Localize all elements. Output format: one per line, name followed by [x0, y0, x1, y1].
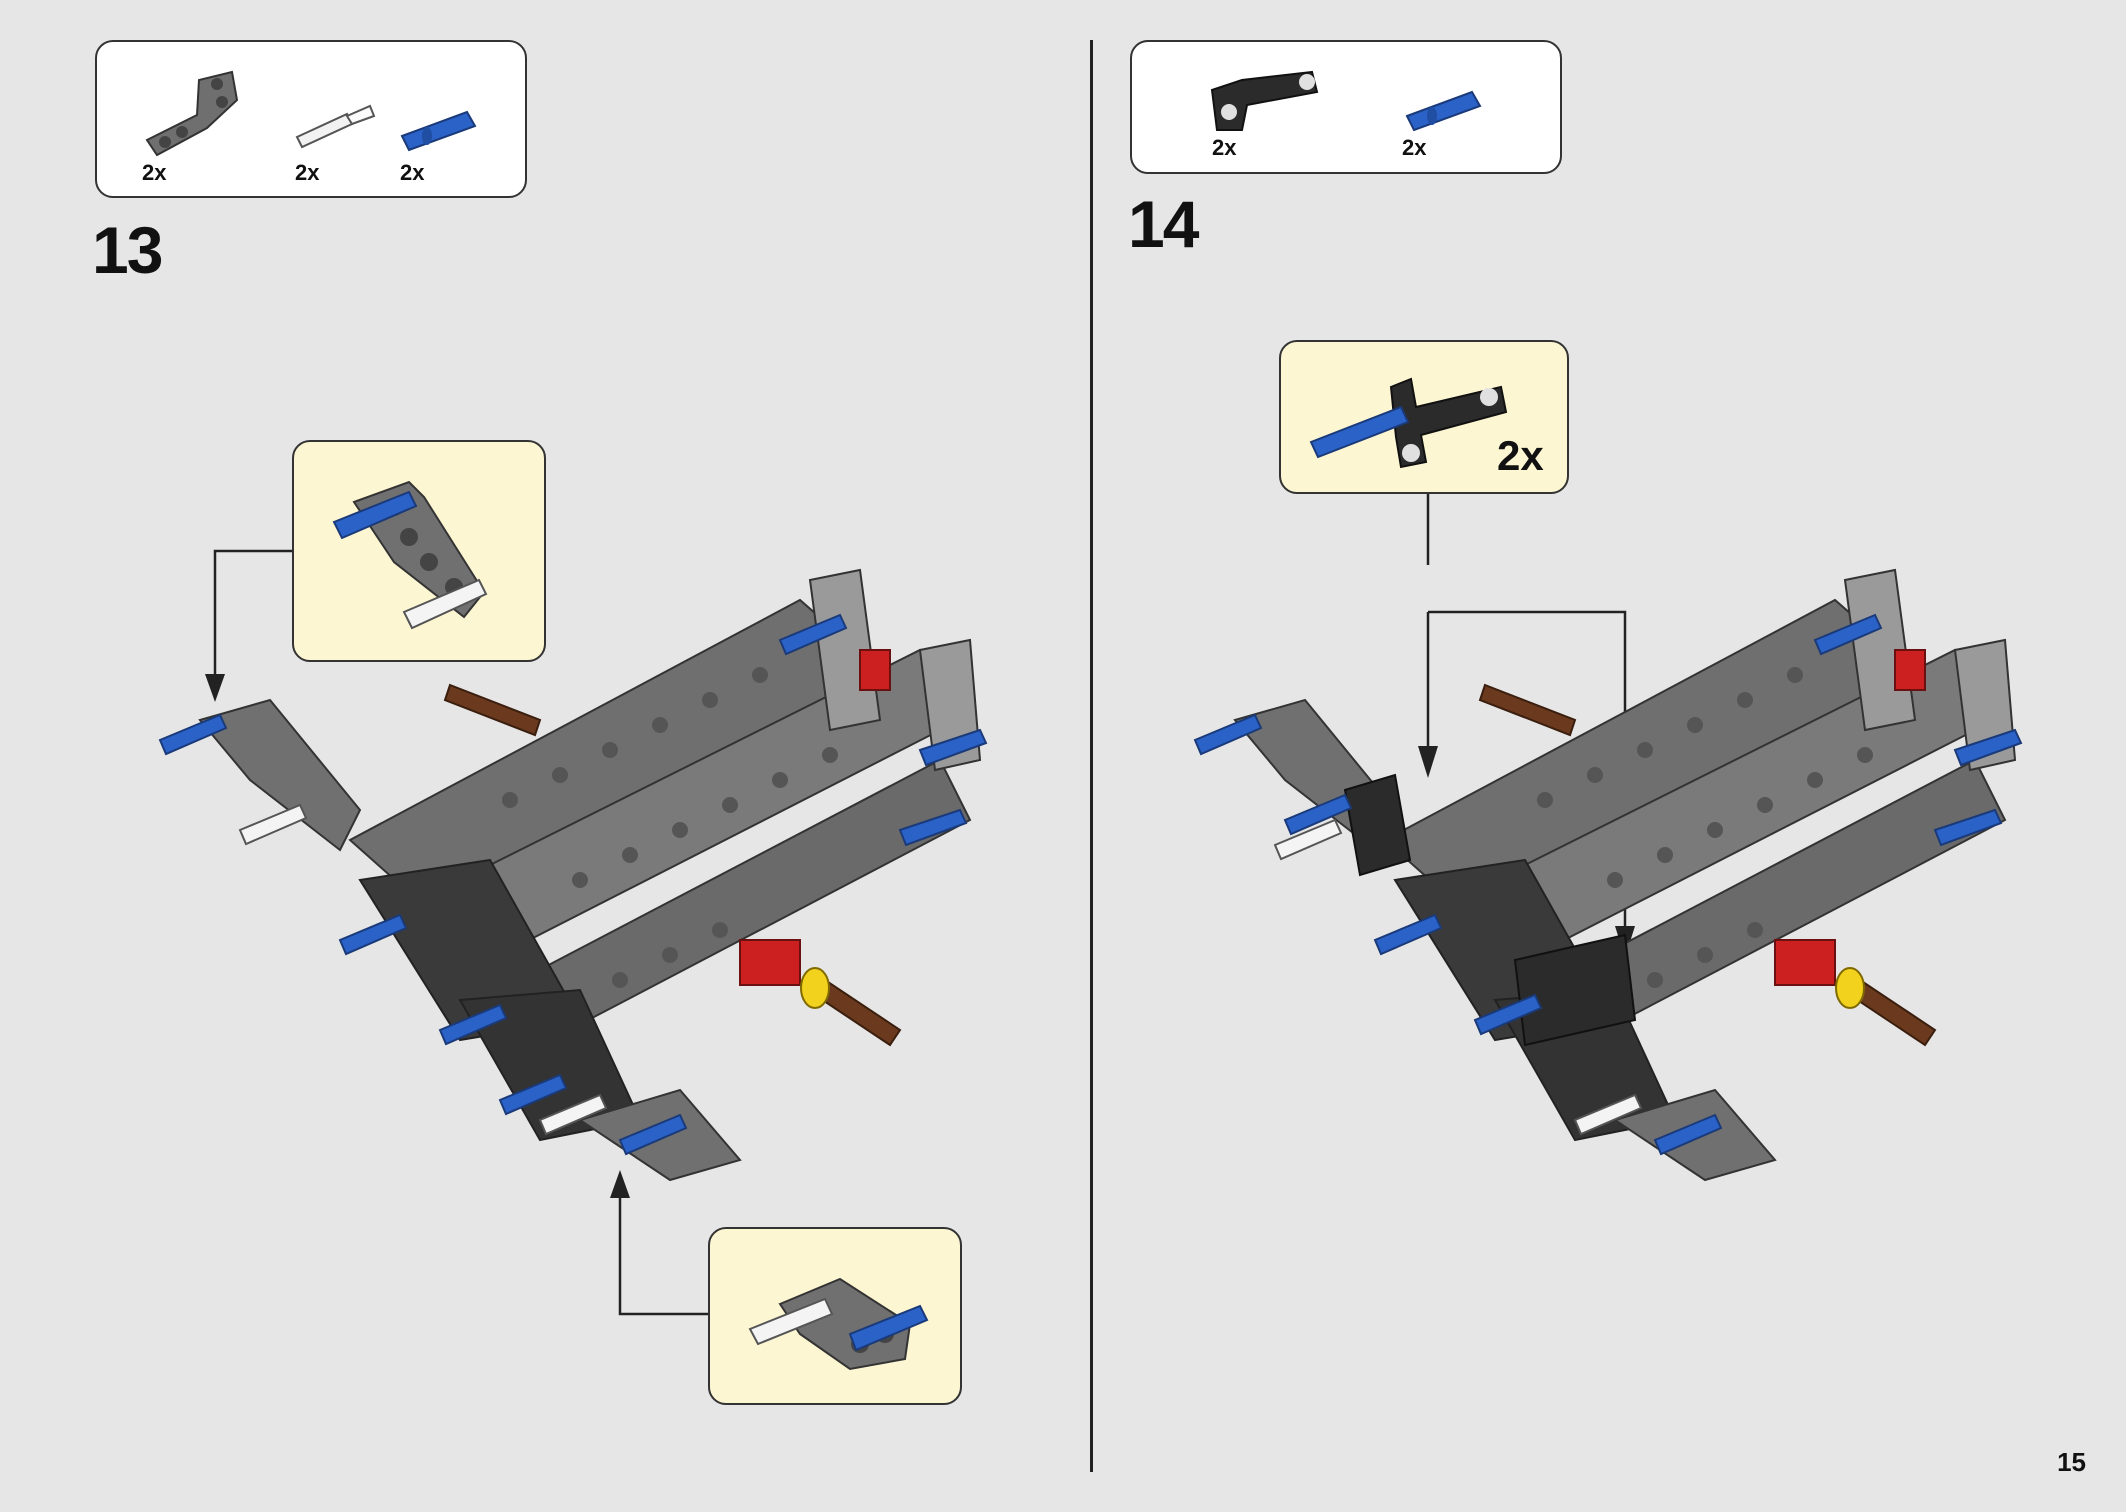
parts-list-step-13: 2x 2x 2x: [95, 40, 527, 198]
step-number-13: 13: [92, 213, 163, 287]
page-number: 15: [2057, 1447, 2086, 1477]
step-number-14: 14: [1128, 187, 1199, 261]
callout-step-13-bottom: [708, 1227, 962, 1405]
black-liftarm-icon: [1210, 70, 1319, 131]
subassembly-icon: [748, 1277, 929, 1371]
page-divider: [1090, 40, 1093, 1472]
part-qty: 2x: [400, 160, 425, 185]
parts-list-step-14: 2x 2x: [1130, 40, 1562, 174]
gray-bent-liftarm-icon: [145, 70, 239, 157]
part-qty: 2x: [142, 160, 167, 185]
assembly-step-13: [158, 568, 988, 1182]
callout-qty: 2x: [1497, 432, 1544, 479]
assembly-step-14: [1193, 568, 2023, 1182]
subassembly-icon: [332, 480, 488, 630]
callout-step-14: 2x: [1279, 340, 1569, 494]
subassembly-icon: [1309, 377, 1508, 469]
blue-connector-pin-icon: [400, 110, 477, 152]
callout-step-13-top: [292, 440, 546, 662]
part-qty: 2x: [1402, 135, 1427, 160]
part-qty: 2x: [295, 160, 320, 185]
blue-connector-pin-icon: [1405, 90, 1482, 132]
part-qty: 2x: [1212, 135, 1237, 160]
white-axle-pin-icon: [295, 104, 376, 149]
